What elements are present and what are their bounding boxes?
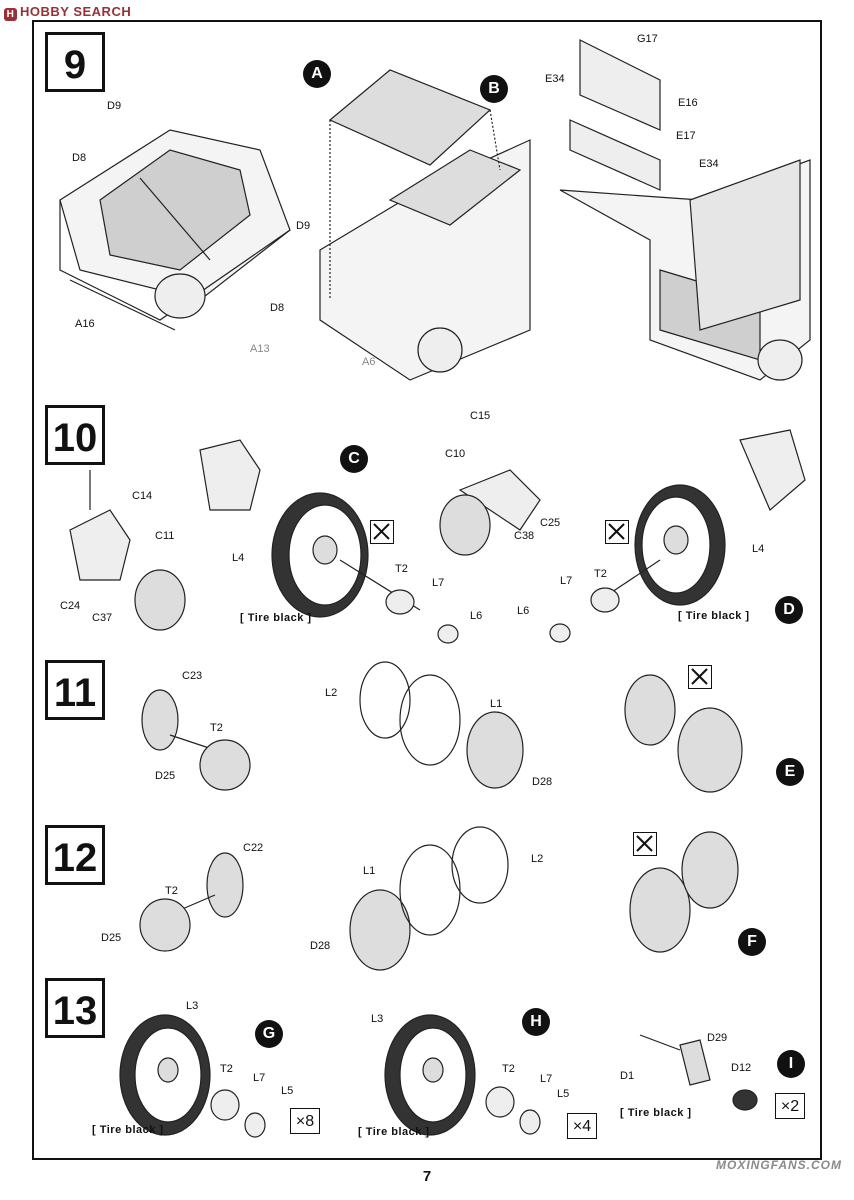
tire-paint-note: [ Tire black ] bbox=[92, 1124, 164, 1136]
part-label: D12 bbox=[731, 1062, 752, 1074]
tire-paint-note: [ Tire black ] bbox=[620, 1107, 692, 1119]
hull-drawing-middle bbox=[320, 70, 530, 380]
glue-prohibited-icon bbox=[370, 520, 394, 544]
sub-assembly-badge-b: B bbox=[480, 75, 508, 103]
part-label: A16 bbox=[75, 318, 95, 330]
part-label: C25 bbox=[540, 517, 561, 529]
part-label: L7 bbox=[540, 1073, 553, 1085]
glue-prohibited-icon bbox=[605, 520, 629, 544]
glue-prohibited-icon bbox=[633, 832, 657, 856]
part-label: L2 bbox=[325, 687, 338, 699]
page-number: 7 bbox=[422, 1168, 432, 1185]
step-number-12: 12 bbox=[45, 825, 105, 885]
part-label: C11 bbox=[155, 530, 175, 542]
watermark-top-text: HOBBY SEARCH bbox=[20, 4, 132, 19]
part-label: C37 bbox=[92, 612, 113, 624]
sub-assembly-badge-i: I bbox=[777, 1050, 805, 1078]
part-label: T2 bbox=[502, 1063, 515, 1075]
part-label: D8 bbox=[270, 302, 285, 314]
step-number-10: 10 bbox=[45, 405, 105, 465]
suspension-drawing-10 bbox=[70, 430, 805, 643]
tire-paint-note: [ Tire black ] bbox=[678, 610, 750, 622]
part-label: L5 bbox=[557, 1088, 570, 1100]
part-label: L5 bbox=[281, 1085, 294, 1097]
part-label: E17 bbox=[676, 130, 696, 142]
part-label: L3 bbox=[371, 1013, 384, 1025]
sub-assembly-badge-a: A bbox=[303, 60, 331, 88]
hobby-search-logo-icon: H bbox=[4, 8, 17, 21]
part-label: T2 bbox=[165, 885, 178, 897]
part-label: L4 bbox=[752, 543, 765, 555]
part-label: L2 bbox=[531, 853, 544, 865]
part-label: A6 bbox=[362, 356, 376, 368]
step-number-11: 11 bbox=[45, 660, 105, 720]
part-label: L1 bbox=[490, 698, 503, 710]
sub-assembly-badge-d: D bbox=[775, 596, 803, 624]
part-label: L6 bbox=[517, 605, 530, 617]
part-label: A13 bbox=[250, 343, 270, 355]
part-label: L7 bbox=[253, 1072, 266, 1084]
sub-assembly-badge-f: F bbox=[738, 928, 766, 956]
part-label: C23 bbox=[182, 670, 203, 682]
sub-assembly-badge-c: C bbox=[340, 445, 368, 473]
tire-paint-note: [ Tire black ] bbox=[240, 612, 312, 624]
part-label: D1 bbox=[620, 1070, 635, 1082]
part-label: C38 bbox=[514, 530, 535, 542]
sub-assembly-badge-g: G bbox=[255, 1020, 283, 1048]
part-label: C15 bbox=[470, 410, 491, 422]
quantity-multiplier: ×8 bbox=[290, 1108, 320, 1134]
part-label: T2 bbox=[210, 722, 223, 734]
part-label: E16 bbox=[678, 97, 698, 109]
part-label: D28 bbox=[310, 940, 331, 952]
sub-assembly-badge-e: E bbox=[776, 758, 804, 786]
part-label: C24 bbox=[60, 600, 81, 612]
part-label: D25 bbox=[155, 770, 176, 782]
glue-prohibited-icon bbox=[688, 665, 712, 689]
step-number-9: 9 bbox=[45, 32, 105, 92]
instruction-frame bbox=[32, 20, 822, 1160]
part-label: L7 bbox=[432, 577, 445, 589]
part-label: D25 bbox=[101, 932, 122, 944]
part-label: C10 bbox=[445, 448, 466, 460]
step-number-13: 13 bbox=[45, 978, 105, 1038]
part-label: D28 bbox=[532, 776, 553, 788]
quantity-multiplier: ×2 bbox=[775, 1093, 805, 1119]
part-label: T2 bbox=[594, 568, 607, 580]
part-label: G17 bbox=[637, 33, 658, 45]
part-label: L7 bbox=[560, 575, 573, 587]
hull-drawing-right bbox=[560, 40, 810, 380]
tire-paint-note: [ Tire black ] bbox=[358, 1126, 430, 1138]
part-label: D29 bbox=[707, 1032, 728, 1044]
part-label: T2 bbox=[220, 1063, 233, 1075]
watermark-bottom: MOXINGFANS.COM bbox=[715, 1158, 842, 1172]
part-label: D8 bbox=[72, 152, 87, 164]
part-label: D9 bbox=[296, 220, 311, 232]
part-label: C14 bbox=[132, 490, 153, 502]
part-label: C22 bbox=[243, 842, 264, 854]
part-label: L3 bbox=[186, 1000, 199, 1012]
part-label: L4 bbox=[232, 552, 245, 564]
part-label: L6 bbox=[470, 610, 483, 622]
part-label: L1 bbox=[363, 865, 376, 877]
part-label: E34 bbox=[545, 73, 565, 85]
sprocket-drawing-12 bbox=[140, 827, 738, 970]
hull-drawing-left bbox=[60, 130, 290, 330]
quantity-multiplier: ×4 bbox=[567, 1113, 597, 1139]
part-label: T2 bbox=[395, 563, 408, 575]
sub-assembly-badge-h: H bbox=[522, 1008, 550, 1036]
part-label: D9 bbox=[107, 100, 122, 112]
sprocket-drawing-11 bbox=[142, 662, 742, 792]
part-label: E34 bbox=[699, 158, 719, 170]
wheel-drawing-13 bbox=[120, 1015, 757, 1137]
